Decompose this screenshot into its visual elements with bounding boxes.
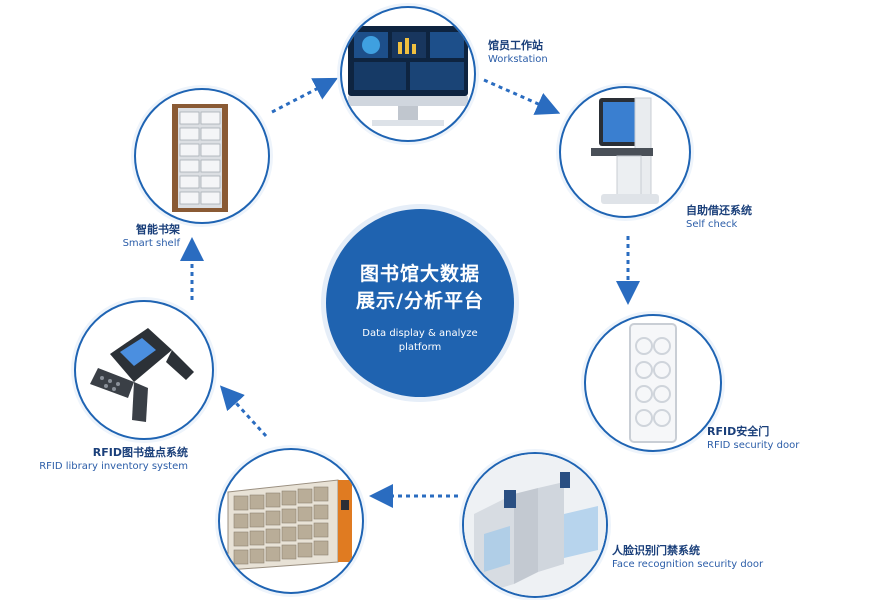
label-workstation-zh: 馆员工作站 [488, 39, 543, 52]
label-face-recognition-zh: 人脸识别门禁系统 [612, 544, 700, 557]
node-rfid-scanner [74, 300, 214, 440]
label-rfid-security-door-zh: RFID安全门 [707, 425, 770, 438]
node-self-check [559, 86, 691, 218]
node-smart-shelf [134, 88, 270, 224]
node-bookshelf-cabinet [218, 448, 364, 594]
label-face-recognition-en: Face recognition security door [612, 559, 764, 570]
node-workstation [340, 6, 476, 142]
self-check-kiosk-icon [591, 97, 659, 204]
workstation-monitor-icon [348, 26, 468, 126]
rfid-security-gate-icon [629, 323, 677, 443]
label-rfid-inventory: RFID图书盘点系统 RFID library inventory system [20, 445, 188, 474]
center-title-line2: 展示/分析平台 [356, 290, 484, 312]
label-self-check: 自助借还系统 Self check [686, 203, 752, 232]
center-subtitle-line1: Data display & analyze [362, 328, 478, 339]
label-workstation-en: Workstation [488, 54, 548, 65]
node-face-recognition [462, 452, 608, 598]
smart-shelf-icon [172, 104, 228, 212]
face-recognition-turnstile-icon [464, 454, 606, 596]
center-platform-hub: 图书馆大数据 展示/分析平台 Data display & analyze pl… [326, 209, 514, 397]
label-self-check-zh: 自助借还系统 [686, 204, 752, 217]
arrow-cabinet-to-scanner [219, 385, 268, 438]
node-rfid-security-door [584, 314, 722, 452]
label-face-recognition: 人脸识别门禁系统 Face recognition security door [612, 543, 763, 572]
label-rfid-inventory-zh: RFID图书盘点系统 [92, 446, 188, 459]
arrow-workstation-to-selfcheck [483, 78, 561, 115]
label-self-check-en: Self check [686, 219, 738, 230]
label-rfid-inventory-en: RFID library inventory system [39, 461, 188, 472]
label-rfid-security-door: RFID安全门 RFID security door [707, 424, 799, 453]
rfid-handheld-scanner-icon [90, 328, 194, 422]
label-smart-shelf-zh: 智能书架 [136, 223, 180, 236]
center-subtitle-line2: platform [398, 342, 442, 353]
center-title-line1: 图书馆大数据 [359, 263, 480, 285]
label-workstation: 馆员工作站 Workstation [488, 38, 548, 67]
label-smart-shelf: 智能书架 Smart shelf [80, 222, 180, 251]
label-smart-shelf-en: Smart shelf [122, 238, 180, 249]
bookshelf-cabinet-icon [227, 479, 352, 571]
label-rfid-security-door-en: RFID security door [707, 440, 800, 451]
arrow-shelf-to-workstation [271, 77, 338, 114]
